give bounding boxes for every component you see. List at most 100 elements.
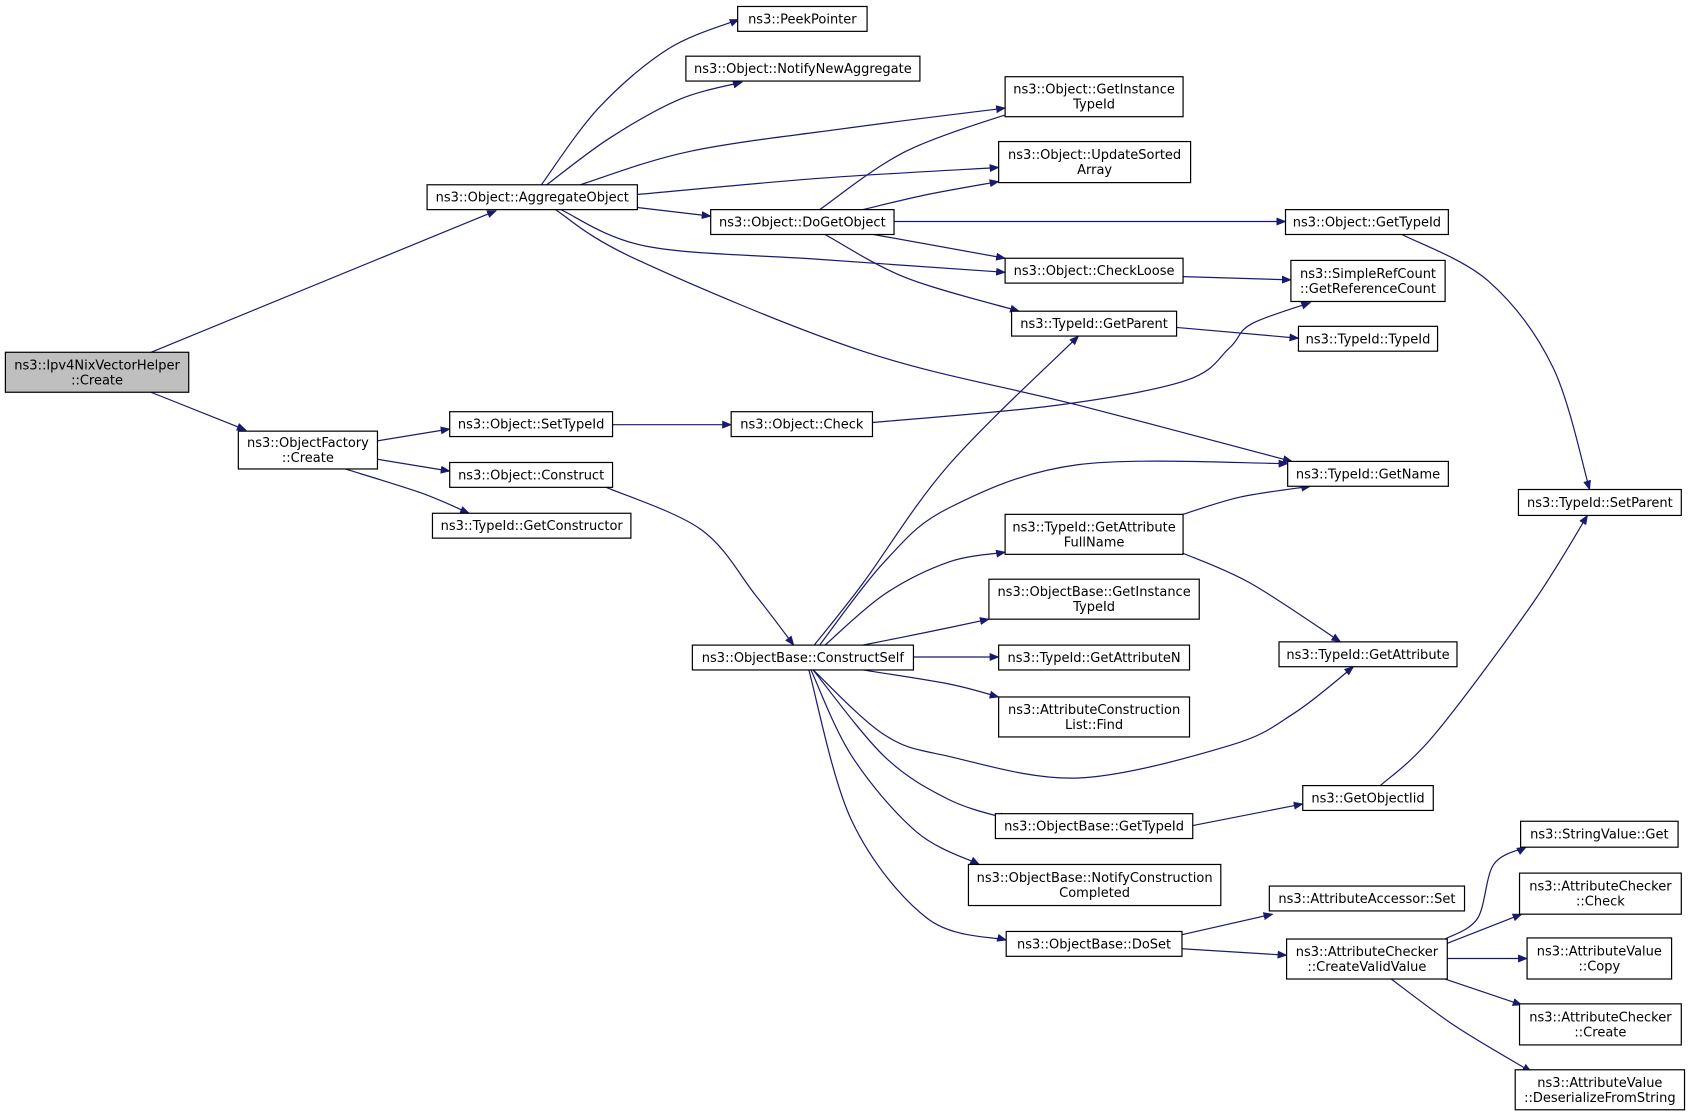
node-box[interactable] [1520, 820, 1679, 848]
edge-n1-n8 [560, 209, 1007, 276]
graph-node[interactable]: ns3::AttributeAccessor::Set [1268, 885, 1466, 912]
edge-n1-n6 [637, 164, 1000, 196]
graph-node[interactable]: ns3::AttributeValue::DeserializeFromStri… [1514, 1069, 1686, 1111]
graph-node[interactable]: ns3::Object::CheckLoose [1004, 257, 1184, 284]
graph-node[interactable]: ns3::SimpleRefCount::GetReferenceCount [1290, 259, 1446, 303]
edge-n27-n29 [1181, 912, 1274, 936]
graph-node[interactable]: ns3::Object::AggregateObject [426, 184, 638, 211]
node-box[interactable] [1284, 209, 1449, 236]
graph-node[interactable]: ns3::ObjectBase::ConstructSelf [691, 644, 915, 671]
node-box[interactable] [426, 184, 638, 211]
node-box[interactable] [710, 209, 895, 236]
node-box[interactable] [967, 863, 1222, 907]
graph-node[interactable]: ns3::ObjectFactory::Create [237, 430, 379, 470]
graph-node[interactable]: ns3::ObjectBase::GetTypeId [994, 813, 1194, 840]
node-box[interactable] [685, 55, 921, 82]
node-box[interactable] [1302, 784, 1434, 812]
node-box[interactable] [1278, 641, 1458, 668]
graph-node[interactable]: ns3::Object::SetTypeId [449, 411, 614, 438]
graph-node[interactable]: ns3::TypeId::GetConstructor [431, 512, 632, 539]
node-box[interactable] [998, 140, 1192, 184]
node-box[interactable] [998, 644, 1191, 671]
node-box[interactable] [994, 813, 1194, 840]
edge-n19-n20 [824, 549, 1007, 646]
edge-n30-n34 [1444, 978, 1523, 1006]
node-box[interactable] [237, 430, 379, 470]
node-box[interactable] [1287, 460, 1449, 487]
edge-n2-n17 [344, 468, 471, 514]
graph-node[interactable]: ns3::AttributeChecker::CreateValidValue [1285, 938, 1448, 980]
node-box[interactable] [1517, 488, 1682, 517]
node-box[interactable] [691, 644, 915, 671]
graph-node[interactable]: ns3::StringValue::Get [1520, 820, 1679, 848]
node-label: ns3::AttributeConstruction [1008, 703, 1180, 718]
edge-n20-n24 [1182, 552, 1342, 643]
graph-node[interactable]: ns3::ObjectBase::NotifyConstructionCompl… [967, 863, 1222, 907]
node-label: ns3::PeekPointer [748, 12, 857, 27]
graph-node[interactable]: ns3::TypeId::TypeId [1297, 325, 1439, 352]
graph-node[interactable]: ns3::TypeId::GetAttribute [1278, 641, 1458, 668]
graph-node[interactable]: ns3::Object::GetTypeId [1284, 209, 1449, 236]
graph-node[interactable]: ns3::Ipv4NixVectorHelper::Create [4, 351, 190, 393]
node-label: ::GetReferenceCount [1300, 282, 1436, 297]
edge-n19-n24 [812, 666, 1355, 779]
graph-node[interactable]: ns3::TypeId::SetParent [1517, 488, 1682, 517]
node-box[interactable] [737, 5, 868, 32]
graph-node[interactable]: ns3::AttributeChecker::Create [1518, 1003, 1682, 1046]
graph-node[interactable]: ns3::Object::Construct [449, 461, 614, 488]
graph-node[interactable]: ns3::Object::Check [730, 411, 874, 438]
node-box[interactable] [1290, 259, 1446, 303]
node-label: FullName [1064, 535, 1125, 550]
node-box[interactable] [1005, 930, 1183, 957]
graph-node[interactable]: ns3::ObjectBase::DoSet [1005, 930, 1183, 957]
node-label: ns3::ObjectBase::GetInstance [997, 585, 1190, 600]
graph-node[interactable]: ns3::TypeId::GetAttributeN [998, 644, 1191, 671]
node-box[interactable] [4, 351, 190, 393]
graph-node[interactable]: ns3::AttributeChecker::Check [1518, 872, 1682, 915]
node-box[interactable] [1004, 257, 1184, 284]
graph-node[interactable]: ns3::Object::NotifyNewAggregate [685, 55, 921, 82]
node-box[interactable] [1518, 872, 1682, 915]
node-label: ns3::Object::NotifyNewAggregate [694, 62, 912, 77]
node-box[interactable] [1004, 76, 1184, 118]
graph-node[interactable]: ns3::TypeId::GetName [1287, 460, 1449, 487]
node-box[interactable] [449, 411, 614, 438]
node-box[interactable] [1004, 513, 1184, 555]
node-label: ::Create [282, 451, 334, 466]
node-label: ns3::ObjectBase::ConstructSelf [702, 651, 905, 666]
node-box[interactable] [449, 461, 614, 488]
graph-node[interactable]: ns3::PeekPointer [737, 5, 868, 32]
node-label: ns3::TypeId::GetAttributeN [1008, 651, 1181, 666]
edge-n2-n16 [377, 458, 451, 474]
node-label: ns3::Object::DoGetObject [719, 216, 886, 231]
graph-node[interactable]: ns3::Object::DoGetObject [710, 209, 895, 236]
graph-node[interactable]: ns3::AttributeValue::Copy [1526, 937, 1673, 980]
node-label: TypeId [1072, 600, 1115, 615]
node-label: ns3::TypeId::GetAttribute [1286, 648, 1449, 663]
node-box[interactable] [1268, 885, 1466, 912]
node-box[interactable] [1518, 1003, 1682, 1046]
node-label: ns3::ObjectBase::GetTypeId [1004, 820, 1184, 835]
edge-n8-n12 [1183, 275, 1292, 284]
edge-n19-n27 [808, 669, 1008, 942]
edge-n18-n12 [872, 301, 1312, 424]
node-box[interactable] [1514, 1069, 1686, 1111]
node-box[interactable] [1010, 310, 1178, 337]
nodes-layer: ns3::Ipv4NixVectorHelper::Createns3::Obj… [4, 5, 1686, 1111]
node-box[interactable] [1297, 325, 1439, 352]
node-box[interactable] [988, 578, 1200, 620]
graph-node[interactable]: ns3::GetObjectIid [1302, 784, 1434, 812]
node-box[interactable] [431, 512, 632, 539]
node-box[interactable] [730, 411, 874, 438]
node-box[interactable] [998, 696, 1191, 738]
node-box[interactable] [1526, 937, 1673, 980]
edge-n1-n3 [540, 18, 740, 186]
graph-node[interactable]: ns3::TypeId::GetParent [1010, 310, 1178, 337]
node-box[interactable] [1285, 938, 1448, 980]
node-label: ns3::ObjectFactory [247, 436, 369, 451]
